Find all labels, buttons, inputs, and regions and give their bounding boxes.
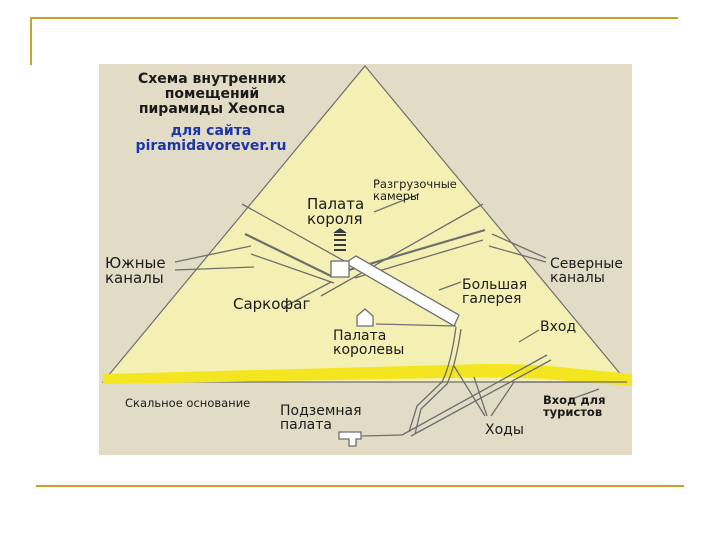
- site-line-1: для сайта: [170, 123, 252, 139]
- tourist-line-1: Вход для: [543, 393, 606, 407]
- leader-relief: [373, 193, 420, 213]
- grand-gallery: [343, 255, 460, 327]
- subterranean-line-2: палата: [280, 417, 332, 433]
- pyramid-body: [101, 65, 629, 383]
- label-passages: Ходы: [485, 422, 524, 438]
- southern-shaft-lower: [250, 253, 335, 284]
- label-grand-gallery: Большая галерея: [462, 278, 527, 306]
- title-line-3: пирамиды Хеопса: [138, 101, 286, 117]
- kings-chamber: [330, 260, 350, 278]
- queens-passage: [375, 323, 457, 327]
- subterranean-chamber: [338, 431, 362, 447]
- leader-passages-2: [473, 376, 488, 417]
- kings-line-2: короля: [307, 210, 363, 228]
- south-line-1: Южные: [105, 254, 166, 272]
- leader-tourist: [568, 388, 600, 401]
- label-sarcophagus: Саркофаг: [233, 295, 311, 313]
- label-subterranean-chamber: Подземная палата: [280, 404, 362, 432]
- pyramid-drawing: [101, 65, 632, 447]
- north-line-1: Северные: [550, 256, 623, 272]
- queens-chamber: [356, 308, 374, 327]
- label-kings-chamber: Палата короля: [307, 197, 364, 227]
- relief-line-2: камеры: [373, 189, 420, 203]
- subterranean-corridor: [361, 434, 403, 437]
- title-line-1: Схема внутренних: [137, 71, 287, 87]
- diagram-title: Схема внутренних помещений пирамиды Хеоп…: [137, 72, 287, 117]
- northern-shaft-upper: [348, 228, 486, 272]
- gallery-line-1: Большая: [462, 277, 528, 293]
- subterranean-line-1: Подземная: [280, 403, 362, 419]
- leader-passages-1: [453, 365, 486, 417]
- label-entrance: Вход: [540, 319, 577, 335]
- label-relief-chambers: Разгрузочные камеры: [373, 178, 457, 202]
- kings-line-1: Палата: [307, 195, 365, 213]
- site-credit: для сайта piramidavorever.ru: [131, 124, 291, 154]
- leader-entrance: [518, 329, 540, 343]
- leader-sarcophagus: [283, 281, 332, 308]
- well-shaft: [408, 326, 457, 433]
- leader-north-2: [488, 245, 547, 263]
- label-bedrock: Скальное основание: [125, 396, 251, 410]
- label-southern-shafts: Южные каналы: [105, 256, 166, 286]
- title-line-2: помещений: [164, 86, 260, 102]
- queens-line-2: королевы: [333, 342, 405, 358]
- label-northern-shafts: Северные каналы: [550, 257, 623, 285]
- south-line-2: каналы: [105, 269, 164, 287]
- southern-shaft-upper: [244, 233, 332, 277]
- frame-top-rule: [30, 17, 678, 19]
- leader-south-1: [174, 245, 252, 263]
- queens-line-1: Палата: [333, 328, 387, 344]
- frame-bottom-rule: [36, 485, 684, 487]
- pyramid-diagram: Схема внутренних помещений пирамиды Хеоп…: [99, 64, 632, 455]
- relief-chambers: [333, 228, 347, 251]
- leader-gallery: [438, 281, 462, 291]
- label-tourist-entrance: Вход для туристов: [543, 394, 605, 418]
- descending-passage: [401, 354, 548, 436]
- label-queens-chamber: Палата королевы: [333, 329, 404, 357]
- relief-line-1: Разгрузочные: [373, 177, 457, 191]
- frame-left-rule: [30, 17, 32, 65]
- site-line-2: piramidavorever.ru: [135, 138, 287, 154]
- north-line-2: каналы: [550, 270, 605, 286]
- leader-passages-3: [490, 381, 515, 417]
- leader-south-2: [174, 266, 255, 271]
- inner-line-right: [320, 203, 484, 297]
- leader-north-1: [491, 233, 547, 259]
- bedrock-band: [103, 364, 632, 386]
- gallery-line-2: галерея: [462, 291, 522, 307]
- tourist-line-2: туристов: [543, 405, 603, 419]
